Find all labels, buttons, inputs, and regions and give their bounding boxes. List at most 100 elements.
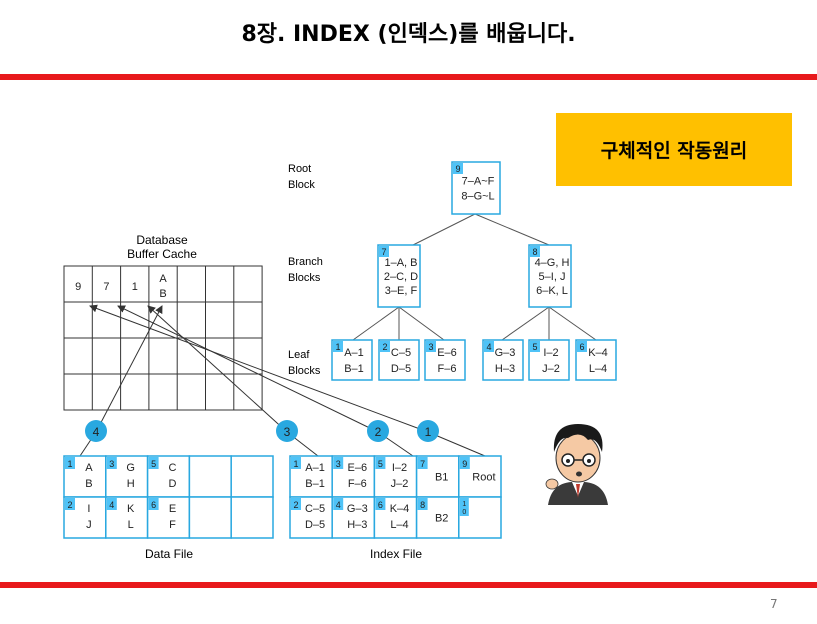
data-file-empty-cell [189,497,231,538]
cell-number: 5 [151,459,156,469]
block-line: L–4 [589,363,607,375]
index-file-grid: 1 A–1B–1 3 E–6F–6 5I–2J–27B19Root 2C–5D–5 4 G–3… [290,456,501,538]
leaf-label-2: Blocks [288,365,321,377]
cell-line: I [87,503,90,515]
cell-number: 1 [67,459,72,469]
cartoon-character-illustration [546,424,608,505]
cell-line: K–4 [390,503,410,515]
block-line: I–2 [543,347,558,359]
block-line: 6–K, L [536,285,568,297]
cell-line: E–6 [348,462,368,474]
cell-number: 4 [109,500,114,510]
cell-line: H–3 [347,519,367,531]
block-line: A–1 [344,347,364,359]
cell-line: A–1 [305,462,325,474]
block-line: 7–A~F [462,175,495,187]
index-file-cell-3: 3 E–6F–6 [332,456,374,497]
root-label-1: Root [288,163,311,175]
index-file-cell-10: 10 [459,497,501,538]
cell-line: G–3 [347,503,368,515]
block-line: 5–I, J [539,271,566,283]
cell-line: D [169,478,177,490]
branch-label-1: Branch [288,256,323,268]
cell-line: J [86,519,92,531]
branch-label-2: Blocks [288,272,321,284]
data-file-cell-2: 2 IJ [64,497,106,538]
step-marker-number: 4 [93,425,100,439]
index-file-cell-4: 4 G–3H–3 [332,497,374,538]
cell-number: 7 [420,459,425,469]
data-file-empty-cell [231,456,273,497]
cache-label-1: Database [136,233,188,247]
index-file-cell-5: 5I–2J–2 [374,456,416,497]
block-number: 7 [381,247,386,257]
cell-number: 8 [420,500,425,510]
block-number: 4 [486,342,491,352]
block-line: H–3 [495,363,515,375]
block-line: 3–E, F [385,285,418,297]
cell-line: E [169,503,176,515]
leaf-block-3: 3E–6F–6 [425,340,465,380]
cell-number: 4 [336,500,341,510]
block-number: 6 [579,342,584,352]
block-line: 2–C, D [384,271,418,283]
block-line: G–3 [495,347,516,359]
block-number: 1 [335,342,340,352]
block-number: 8 [532,247,537,257]
block-number: 5 [532,342,537,352]
cache-label-2: Buffer Cache [127,247,197,261]
cell-number: 1 [293,459,298,469]
cell-number: 2 [293,500,298,510]
index-file-cell-7: 7B1 [417,456,459,497]
block-line: F–6 [438,363,457,375]
leaf-label-1: Leaf [288,349,310,361]
cell-number: 5 [378,459,383,469]
block-line: 1–A, B [384,257,417,269]
cell-line: F–6 [348,478,367,490]
block-line: D–5 [391,363,411,375]
cell-line: Root [472,472,495,484]
cell-number: 2 [67,500,72,510]
block-line: K–4 [588,347,608,359]
block-line: E–6 [437,347,457,359]
cell-number-digit: 1 [462,501,466,508]
step-marker-number: 3 [284,425,291,439]
block-line: 8–G~L [461,190,494,202]
cache-cell-a: A [159,273,167,285]
data-file-empty-cell [189,456,231,497]
branch-block-7: 71–A, B 2–C, D 3–E, F [378,245,420,307]
branch-block-8: 84–G, H5–I, J6–K, L [529,245,571,307]
cache-cell-7: 7 [103,281,109,293]
block-line: J–2 [542,363,560,375]
block-number: 9 [455,164,460,174]
step-marker-number: 1 [425,425,432,439]
cell-line: L–4 [390,519,408,531]
cell-line: J–2 [391,478,409,490]
cell-line: B–1 [305,478,325,490]
root-block: 97–A~F 8–G~L [452,162,500,214]
cell-line: A [85,462,93,474]
cache-cell-1: 1 [132,281,138,293]
block-number: 3 [428,342,433,352]
leaf-block-1: 1A–1B–1 [332,340,372,380]
cell-line: F [169,519,176,531]
cell-number: 9 [462,459,467,469]
block-number: 2 [382,342,387,352]
block-line: B–1 [344,363,364,375]
cell-number: 3 [336,459,341,469]
cell-line: B2 [435,513,448,525]
cell-line: L [128,519,134,531]
data-file-label: Data File [145,547,193,561]
